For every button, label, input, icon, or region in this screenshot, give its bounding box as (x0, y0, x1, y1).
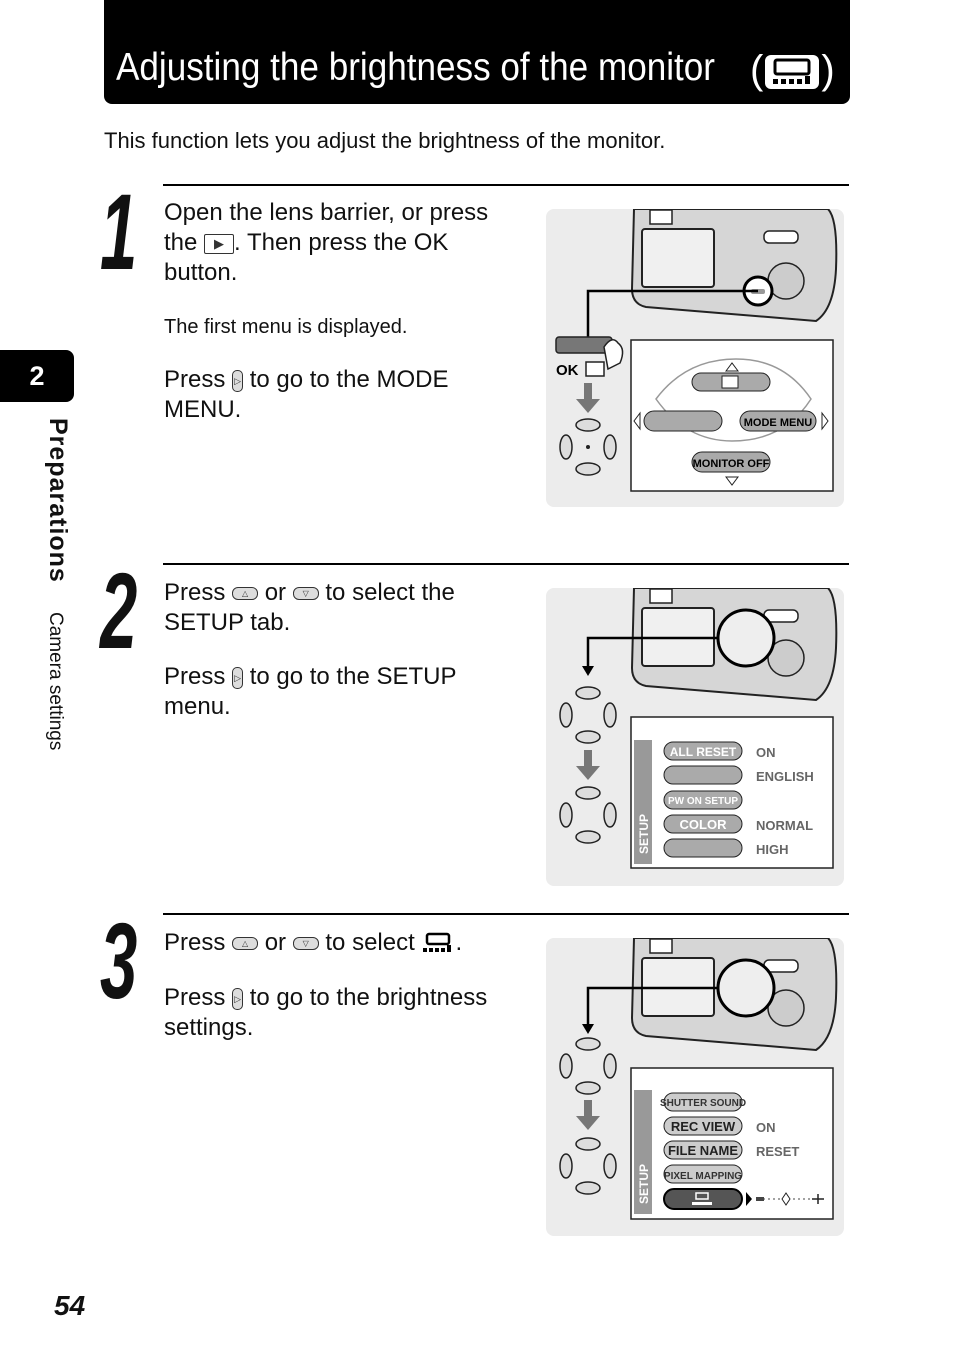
step-3-rule (163, 913, 849, 915)
menu-row-pixel-mapping: PIXEL MAPPING (663, 1164, 743, 1184)
chapter-tab (0, 350, 74, 402)
svg-text:FILE NAME: FILE NAME (668, 1143, 738, 1158)
monitor-off-label: MONITOR OFF (693, 458, 770, 470)
play-button-icon: ▶ (204, 233, 235, 254)
step-1-number: 1 (100, 171, 138, 292)
page-title: Adjusting the brightness of the monitor (116, 46, 716, 89)
svg-text:RESET: RESET (756, 1144, 799, 1159)
right-arrow-pad-icon: ▷ (232, 987, 244, 1010)
step-2-figure: SETUP ALL RESET ON ENGLISH PW ON SETUP C… (546, 588, 844, 886)
svg-text:NORMAL: NORMAL (756, 818, 813, 833)
step-1-figure: OK MODE MENU MONITOR OFF (546, 209, 844, 507)
svg-text:SHUTTER SOUND: SHUTTER SOUND (660, 1098, 746, 1109)
setup-tab-label: SETUP (637, 814, 651, 854)
down-arrow-pad-icon: ▽ (292, 587, 319, 601)
menu-row-file-name: FILE NAME RESET (663, 1140, 799, 1160)
step-2-instruction: Press △ or ▽ to select the SETUP tab. (164, 579, 455, 636)
menu-row-volume: HIGH (663, 838, 789, 858)
chapter-number: 2 (29, 361, 45, 391)
menu-row-language: ENGLISH (663, 765, 814, 785)
setup-tab-label: SETUP (637, 1164, 651, 1204)
step-3-figure: SETUP SHUTTER SOUND REC VIEW ON FILE NAM… (546, 938, 844, 1236)
svg-text:HIGH: HIGH (756, 842, 789, 857)
menu-row-all-reset: ALL RESET ON (663, 741, 776, 761)
step-2-rule (163, 563, 849, 565)
step-2-number: 2 (100, 550, 138, 671)
svg-text:ON: ON (756, 1120, 776, 1135)
ok-label: OK (556, 362, 579, 379)
step-3-press: Press ▷ to go to the brightness settings… (164, 984, 488, 1041)
right-arrow-pad-icon: ▷ (232, 666, 244, 689)
section-label: Camera settings (45, 612, 66, 751)
menu-row-shutter-sound: SHUTTER SOUND (660, 1092, 746, 1112)
step-1-rule (163, 184, 849, 186)
title-icon-group: ( ) (750, 48, 835, 92)
svg-text:ON: ON (756, 745, 776, 760)
step-2-press: Press ▷ to go to the SETUP menu. (164, 663, 457, 720)
menu-row-rec-view: REC VIEW ON (663, 1116, 776, 1136)
intro-text: This function lets you adjust the bright… (104, 128, 666, 153)
svg-text:ENGLISH: ENGLISH (756, 769, 814, 784)
title-bar (104, 0, 850, 104)
menu-row-pw-on-setup: PW ON SETUP (663, 790, 743, 810)
down-arrow-pad-icon: ▽ (292, 937, 319, 951)
svg-text:PW ON SETUP: PW ON SETUP (668, 796, 738, 807)
chapter-label: Preparations (44, 418, 72, 583)
step-1-note: The first menu is displayed. (164, 316, 408, 338)
monitor-brightness-icon (765, 55, 820, 90)
svg-text:REC VIEW: REC VIEW (671, 1119, 736, 1134)
mode-menu-label: MODE MENU (744, 417, 813, 429)
menu-row-color: COLOR NORMAL (663, 814, 813, 834)
monitor-brightness-icon (423, 932, 452, 952)
step-3-instruction: Press △ or ▽ to select . (164, 929, 463, 956)
step-1-instruction: Open the lens barrier, or press the ▶. T… (164, 199, 489, 286)
svg-text:ALL RESET: ALL RESET (670, 745, 737, 759)
right-arrow-pad-icon: ▷ (232, 369, 244, 392)
svg-text:PIXEL MAPPING: PIXEL MAPPING (664, 1171, 742, 1182)
svg-text:COLOR: COLOR (680, 817, 728, 832)
menu-row-brightness-selected (663, 1188, 824, 1210)
step-1-press: Press ▷ to go to the MODE MENU. (164, 366, 449, 423)
up-arrow-pad-icon: △ (232, 937, 259, 951)
up-arrow-pad-icon: △ (232, 587, 259, 601)
page-number: 54 (54, 1290, 86, 1321)
step-3-number: 3 (100, 900, 138, 1021)
